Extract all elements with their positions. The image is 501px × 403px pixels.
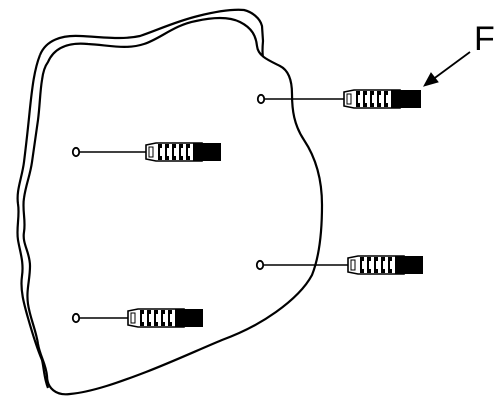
wall-panel-back-left [16, 54, 50, 389]
callout-leader [422, 51, 471, 87]
callout-arrowhead [422, 72, 439, 87]
callout-line [431, 51, 471, 81]
drill-hole-2 [71, 146, 81, 158]
anchor-1 [343, 89, 421, 109]
drill-hole-1 [256, 93, 266, 105]
wall-panel-front [22, 17, 324, 396]
guide-lines [80, 98, 348, 319]
drill-hole-4 [71, 312, 81, 324]
part-label: F [474, 20, 495, 58]
wall-panel [16, 8, 324, 396]
anchor-2 [145, 142, 221, 162]
anchor-4 [127, 308, 203, 328]
drill-holes [71, 93, 266, 324]
drill-hole-3 [255, 259, 265, 271]
anchor-3 [347, 255, 423, 275]
